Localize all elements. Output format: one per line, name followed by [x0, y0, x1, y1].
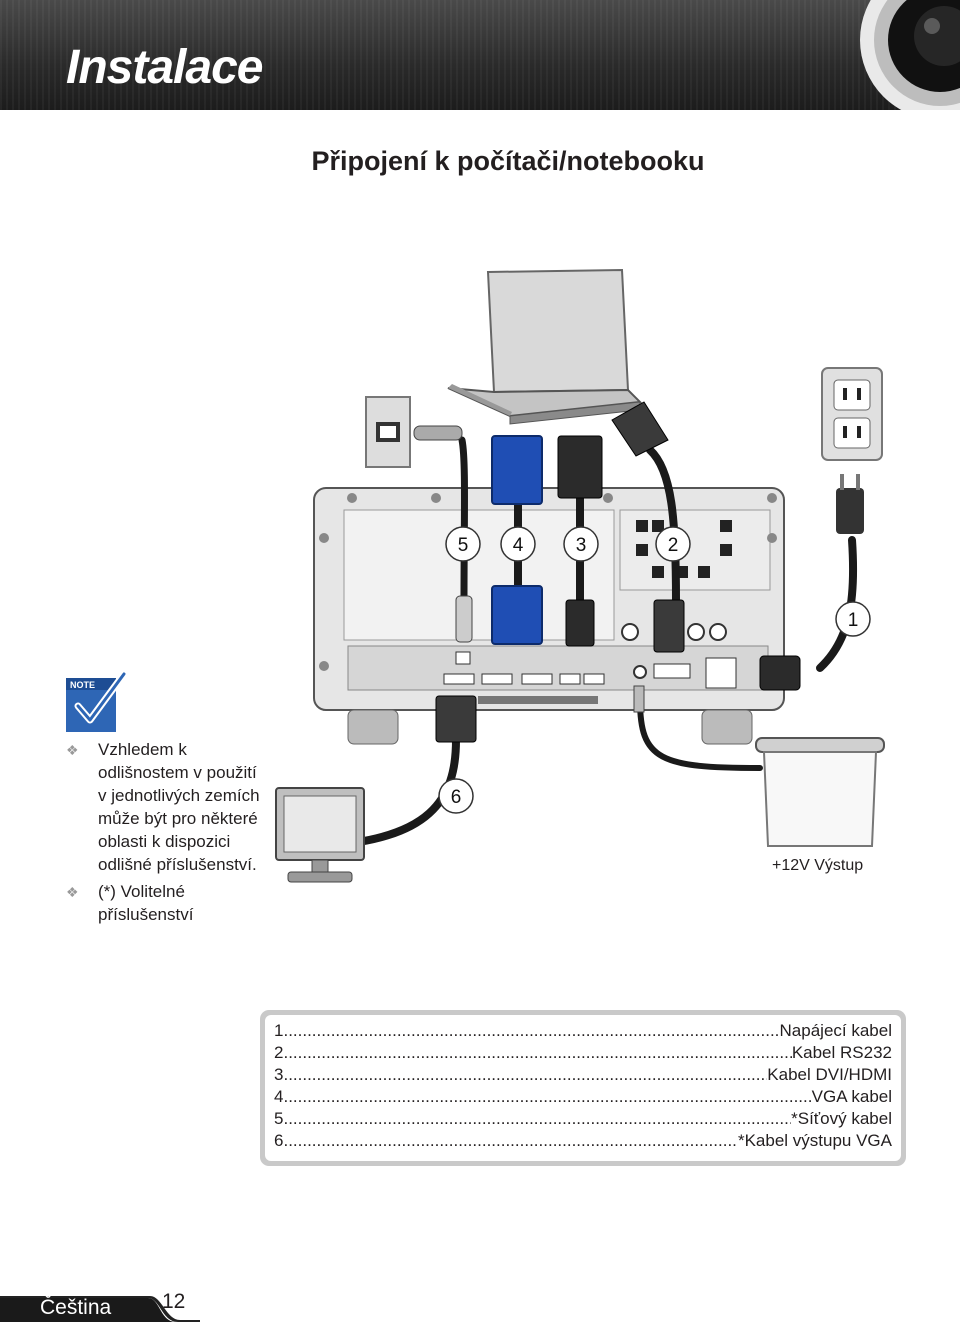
svg-text:4: 4: [513, 535, 524, 556]
footer-tab: [0, 1296, 200, 1322]
svg-text:1: 1: [848, 610, 859, 631]
callout-3: 3: [563, 526, 599, 562]
note-item: ❖ (*) Volitelné příslušenství: [66, 880, 266, 926]
monitor-illustration: [275, 787, 365, 883]
notes-list: ❖ Vzhledem k odlišnostem v použití v jed…: [66, 738, 266, 930]
note-text: (*) Volitelné příslušenství: [98, 882, 194, 924]
note-item: ❖ Vzhledem k odlišnostem v použití v jed…: [66, 738, 266, 876]
callout-2: 2: [655, 526, 691, 562]
network-wall-jack: [365, 396, 411, 468]
svg-text:3: 3: [576, 535, 587, 556]
projector-rear-panel: [313, 487, 785, 745]
svg-text:2: 2: [668, 535, 679, 556]
section-title: Instalace: [66, 41, 263, 94]
svg-text:6: 6: [451, 787, 462, 808]
diamond-bullet-icon: ❖: [66, 742, 79, 758]
svg-text:5: 5: [458, 535, 469, 556]
connectors: [413, 401, 864, 743]
diamond-bullet-icon: ❖: [66, 884, 79, 900]
callout-5: 5: [445, 526, 481, 562]
footer-language: Čeština: [40, 1296, 112, 1319]
page-title: Připojení k počítači/notebooku: [311, 146, 705, 176]
legend-item: 3 Kabel DVI/HDMI: [274, 1064, 892, 1086]
page-number: 12: [162, 1290, 186, 1313]
connection-diagram: 1 2 3 4 5 6: [275, 268, 885, 883]
output-label: +12V Výstup: [772, 857, 864, 874]
projection-screen-illustration: [755, 737, 885, 847]
header-banner: Instalace: [0, 0, 960, 110]
callouts: 1 2 3 4 5 6: [438, 526, 871, 814]
power-wall-outlet: [821, 367, 883, 461]
note-text: Vzhledem k odlišnostem v použití v jedno…: [98, 740, 260, 874]
svg-text:NOTE: NOTE: [70, 680, 95, 690]
legend-item: 1Napájecí kabel: [274, 1020, 892, 1042]
note-icon: NOTE: [66, 670, 128, 732]
legend-item: 4VGA kabel: [274, 1086, 892, 1108]
callout-1: 1: [835, 601, 871, 637]
callout-6: 6: [438, 778, 474, 814]
laptop-illustration: [447, 268, 643, 425]
lens-icon: [860, 0, 960, 110]
legend-item: 2 Kabel RS232: [274, 1042, 892, 1064]
legend-item: 5 *Síťový kabel: [274, 1108, 892, 1130]
callout-4: 4: [500, 526, 536, 562]
legend-list: 1Napájecí kabel 2 Kabel RS232 3 Kabel DV…: [274, 1020, 892, 1152]
cable-legend: 1Napájecí kabel 2 Kabel RS232 3 Kabel DV…: [260, 1010, 906, 1166]
header-texture: [0, 0, 960, 110]
legend-item: 6 *Kabel výstupu VGA: [274, 1130, 892, 1152]
